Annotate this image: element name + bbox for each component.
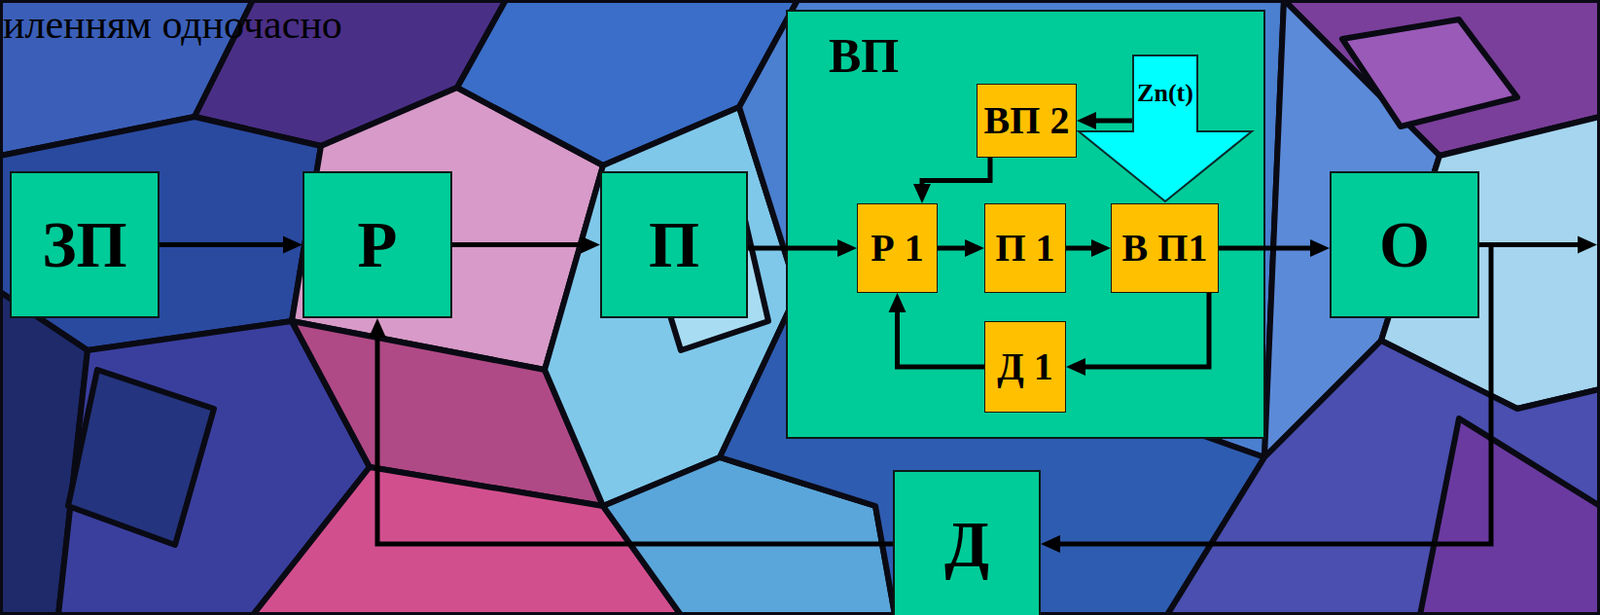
connector bbox=[159, 236, 303, 254]
arrowhead bbox=[837, 239, 857, 257]
block-label: Д 1 bbox=[996, 347, 1054, 387]
block-label: Р 1 bbox=[870, 228, 924, 268]
arrowhead bbox=[1066, 357, 1086, 376]
process-box: Р bbox=[302, 171, 453, 319]
arrowhead bbox=[283, 236, 303, 254]
sub-block: Р 1 bbox=[856, 203, 938, 293]
group-title: ВП bbox=[828, 31, 899, 80]
sub-block: ВП 2 bbox=[976, 83, 1077, 158]
input-arrow-shape bbox=[1078, 55, 1252, 202]
arrow-text-holder: Zn(t) bbox=[1133, 55, 1198, 132]
process-box: О bbox=[1329, 171, 1480, 319]
connector-line bbox=[159, 242, 289, 248]
block-label: ЗП bbox=[41, 212, 127, 278]
arrowhead bbox=[1310, 239, 1330, 257]
sub-block: Д 1 bbox=[984, 320, 1067, 413]
connector-line bbox=[1218, 246, 1316, 251]
arrowhead bbox=[368, 318, 387, 338]
connector bbox=[913, 157, 991, 204]
connector bbox=[452, 236, 601, 254]
process-box: Д bbox=[892, 469, 1041, 615]
connector-line bbox=[747, 246, 844, 251]
connector-line bbox=[1090, 118, 1134, 124]
sub-block: В П1 bbox=[1110, 203, 1219, 293]
block-label: Р bbox=[357, 212, 398, 278]
arrowhead bbox=[580, 236, 601, 254]
arrowhead bbox=[1076, 111, 1097, 130]
block-label: П 1 bbox=[995, 228, 1055, 268]
arrowhead bbox=[1040, 534, 1061, 553]
connector bbox=[937, 239, 985, 257]
connector bbox=[747, 239, 857, 257]
output-arrowhead bbox=[1577, 236, 1598, 254]
connector bbox=[1218, 239, 1330, 257]
block-label: О bbox=[1379, 212, 1430, 278]
arrowhead bbox=[964, 239, 985, 257]
input-arrow: Zn(t) bbox=[1078, 55, 1252, 202]
arrowhead bbox=[913, 183, 931, 204]
process-box: ЗП bbox=[9, 171, 160, 319]
connector bbox=[1066, 292, 1209, 376]
connector-line bbox=[452, 242, 587, 248]
output-arrow bbox=[1479, 236, 1598, 254]
connector-line bbox=[897, 306, 986, 367]
block-label: Д bbox=[944, 511, 990, 577]
block-label: П bbox=[648, 212, 700, 278]
connector bbox=[1076, 111, 1134, 130]
group-box: ВП ВП 2 Zn(t) Р 1 П 1 В П1 Д 1 bbox=[785, 9, 1266, 439]
process-box: П bbox=[600, 171, 748, 319]
block-label: В П1 bbox=[1122, 228, 1209, 268]
input-arrow-outline bbox=[1078, 55, 1252, 202]
arrowhead bbox=[1091, 239, 1111, 257]
output-line bbox=[1479, 242, 1582, 248]
connector bbox=[888, 292, 986, 367]
block-label: Zn(t) bbox=[1137, 80, 1194, 107]
sub-block: П 1 bbox=[984, 203, 1067, 293]
arrowhead bbox=[888, 292, 907, 313]
note-text: иленням одночасно bbox=[2, 1, 343, 47]
block-label: ВП 2 bbox=[984, 101, 1070, 141]
connector-line bbox=[922, 157, 991, 190]
connector bbox=[1066, 239, 1111, 257]
connector-line bbox=[1079, 292, 1209, 367]
